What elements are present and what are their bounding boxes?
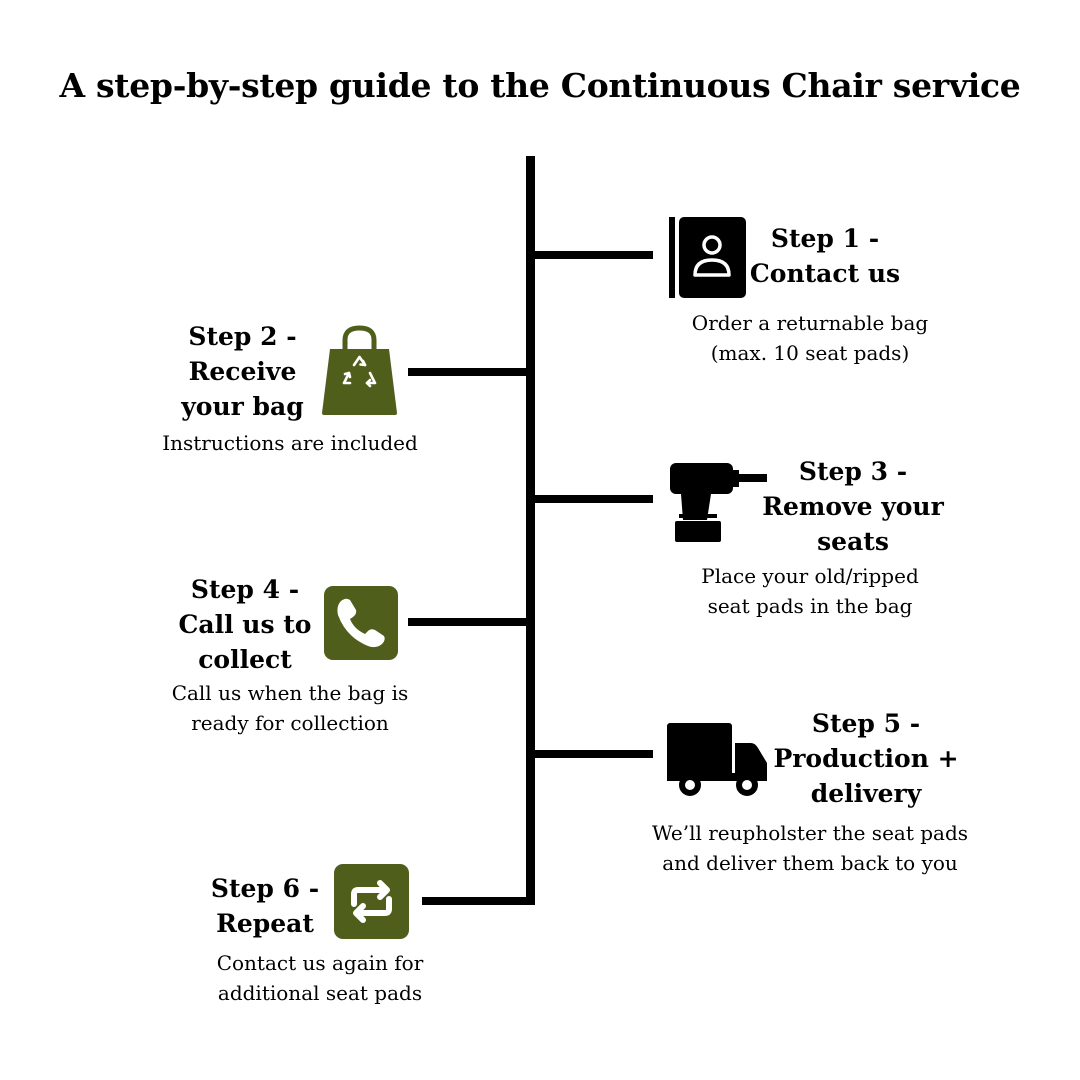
step-2-description: Instructions are included	[162, 431, 418, 455]
step-1-connector	[535, 251, 653, 259]
recycle-bag-icon	[321, 325, 398, 416]
phone-icon	[324, 586, 398, 660]
timeline-spine	[526, 156, 535, 905]
repeat-icon	[334, 864, 409, 939]
step-1-description: Order a returnable bag(max. 10 seat pads…	[691, 311, 929, 365]
drill-icon	[669, 460, 767, 542]
step-6-connector	[422, 897, 526, 905]
step-5-heading: Step 5 -Production +delivery	[773, 709, 959, 808]
step-5-connector	[535, 750, 653, 758]
step-4-connector	[408, 618, 526, 626]
step-1-heading: Step 1 -Contact us	[749, 224, 901, 288]
truck-icon	[667, 723, 768, 797]
contact-book-icon	[669, 217, 746, 298]
step-3-connector	[535, 495, 653, 503]
step-6-heading: Step 6 -Repeat	[210, 874, 320, 938]
step-2-connector	[408, 368, 526, 376]
page-title: A step-by-step guide to the Continuous C…	[59, 66, 1021, 105]
